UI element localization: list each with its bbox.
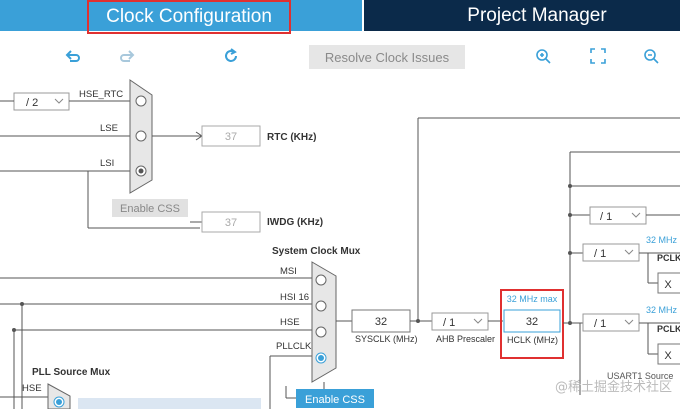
apb2-mhz-label: 32 MHz [646, 305, 678, 315]
apb2-prescaler-value: / 1 [594, 318, 606, 330]
tab-bar: Clock Configuration Project Manager [0, 0, 680, 34]
chevron-down-icon [54, 98, 64, 104]
tab-project-manager-label: Project Manager [467, 4, 607, 26]
junction [568, 213, 572, 217]
mux-pllclk-label: PLLCLK [276, 341, 312, 352]
hclk-highlight [500, 289, 564, 359]
mux-enable-css-button[interactable] [296, 389, 374, 408]
rtc-enable-css-label: Enable CSS [120, 203, 180, 215]
ahb-prescaler-value: / 1 [443, 317, 455, 329]
mux-radio-hse[interactable] [315, 326, 327, 338]
zoom-out-icon[interactable] [641, 46, 661, 66]
resolve-clock-issues-button[interactable]: Resolve Clock Issues [309, 45, 465, 69]
refresh-icon[interactable] [221, 46, 241, 66]
multiplier-box-1[interactable] [657, 272, 680, 294]
iwdg-value-box[interactable] [201, 211, 261, 233]
junction [20, 302, 24, 306]
usart1-source-label: USART1 Source [607, 371, 673, 381]
apb1-mhz-label: 32 MHz [646, 235, 678, 245]
pclk2-label: PCLK [657, 324, 680, 334]
chevron-down-icon [631, 212, 641, 218]
chevron-down-icon [473, 318, 483, 324]
pclk1-label: PCLK [657, 253, 680, 263]
junction [12, 328, 16, 332]
iwdg-value: 37 [225, 217, 237, 229]
sysclk-value: 32 [375, 316, 387, 328]
apb1-prescaler-dropdown[interactable]: / 1 [582, 243, 640, 262]
tab-clock-configuration-highlight: Clock Configuration [87, 0, 291, 34]
mux-radio-hsi16[interactable] [315, 300, 327, 312]
sysclk-label: SYSCLK (MHz) [355, 334, 418, 344]
hclk-value-box[interactable] [503, 309, 561, 333]
ahb-prescaler-label: AHB Prescaler [436, 334, 495, 344]
multiplier-2-label: X [664, 350, 672, 362]
mux-radio-pllclk-dot [318, 355, 324, 361]
apb1-prescaler-value: / 1 [594, 248, 606, 260]
rtc-khz-label: RTC (KHz) [267, 132, 316, 143]
apb2-prescaler-dropdown[interactable]: / 1 [582, 313, 640, 332]
mux-msi-label: MSI [280, 266, 297, 277]
rtc-mux-radio-lsi-dot [138, 168, 144, 174]
system-clock-mux [311, 261, 337, 383]
chevron-down-icon [624, 249, 634, 255]
tab-project-manager[interactable]: Project Manager [364, 0, 680, 31]
mux-enable-css-label: Enable CSS [305, 394, 365, 406]
rtc-mux-radio-hse[interactable] [135, 95, 147, 107]
rtc-source-mux [129, 79, 153, 194]
hclk-value: 32 [526, 316, 538, 328]
hclk-max-label: 32 MHz max [507, 294, 558, 304]
junction [416, 319, 420, 323]
div-top-value: / 1 [600, 211, 612, 223]
rtc-hse-label: HSE_RTC [79, 89, 123, 100]
multiplier-1-label: X [664, 279, 672, 291]
rtc-enable-css-button[interactable] [112, 199, 188, 217]
watermark: @稀土掘金技术社区 [555, 379, 672, 395]
rtc-mux-radio-lse[interactable] [135, 130, 147, 142]
junction [568, 251, 572, 255]
junction [568, 184, 572, 188]
chevron-down-icon [624, 319, 634, 325]
pll-source-mux-title: PLL Source Mux [32, 367, 111, 378]
pll-region [78, 398, 261, 409]
rtc-lsi-label: LSI [100, 158, 114, 169]
arrow [195, 135, 203, 141]
iwdg-khz-label: IWDG (KHz) [267, 217, 323, 228]
div-top-dropdown[interactable]: / 1 [589, 206, 647, 225]
hclk-label: HCLK (MHz) [507, 335, 558, 345]
rtc-value: 37 [225, 131, 237, 143]
system-clock-mux-title: System Clock Mux [272, 246, 361, 257]
undo-icon[interactable] [63, 46, 83, 66]
rtc-value-box[interactable] [201, 125, 261, 147]
tab-clock-configuration-label: Clock Configuration [106, 6, 272, 27]
multiplier-box-2[interactable] [657, 343, 680, 365]
rtc-prescaler-dropdown[interactable]: / 2 [13, 92, 70, 111]
ahb-prescaler-dropdown[interactable]: / 1 [431, 312, 489, 331]
redo-icon[interactable] [117, 46, 137, 66]
pll-hse-label: HSE [22, 383, 42, 394]
mux-hsi16-label: HSI 16 [280, 292, 309, 303]
zoom-in-icon[interactable] [533, 46, 553, 66]
rtc-prescaler-value: / 2 [26, 97, 38, 109]
rtc-lse-label: LSE [100, 123, 118, 134]
mux-radio-msi[interactable] [315, 274, 327, 286]
arrow [195, 131, 203, 137]
fit-screen-icon[interactable] [588, 46, 608, 66]
mux-hse-label: HSE [280, 317, 300, 328]
pll-mux-radio-hse-dot [56, 399, 62, 405]
tab-clock-configuration[interactable]: Clock Configuration [0, 0, 362, 34]
